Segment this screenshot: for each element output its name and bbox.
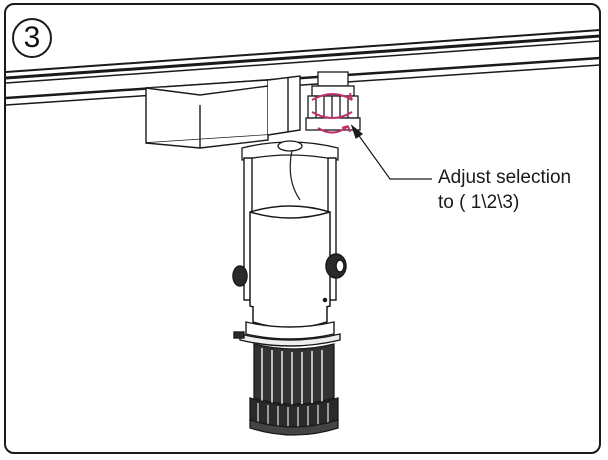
circular-arrow-icon <box>311 92 353 134</box>
callout-leader <box>350 124 432 180</box>
track-rail <box>5 29 601 106</box>
callout-line-1: Adjust selection <box>438 167 572 188</box>
adjustment-knob <box>305 71 361 131</box>
side-knob-left <box>232 265 248 287</box>
lens-barrel <box>249 343 339 436</box>
track-adapter <box>145 75 301 149</box>
mount-collar <box>241 140 339 161</box>
step-number: 3 <box>23 21 41 54</box>
lamp-body <box>249 205 331 329</box>
step-number-badge: 3 <box>12 18 52 58</box>
side-knob-right <box>325 253 347 279</box>
adjust-selection-callout: Adjust selection to ( 1\2\3) <box>438 165 571 215</box>
lens-collar <box>233 321 341 347</box>
callout-line-2: to ( 1\2\3) <box>438 192 520 213</box>
